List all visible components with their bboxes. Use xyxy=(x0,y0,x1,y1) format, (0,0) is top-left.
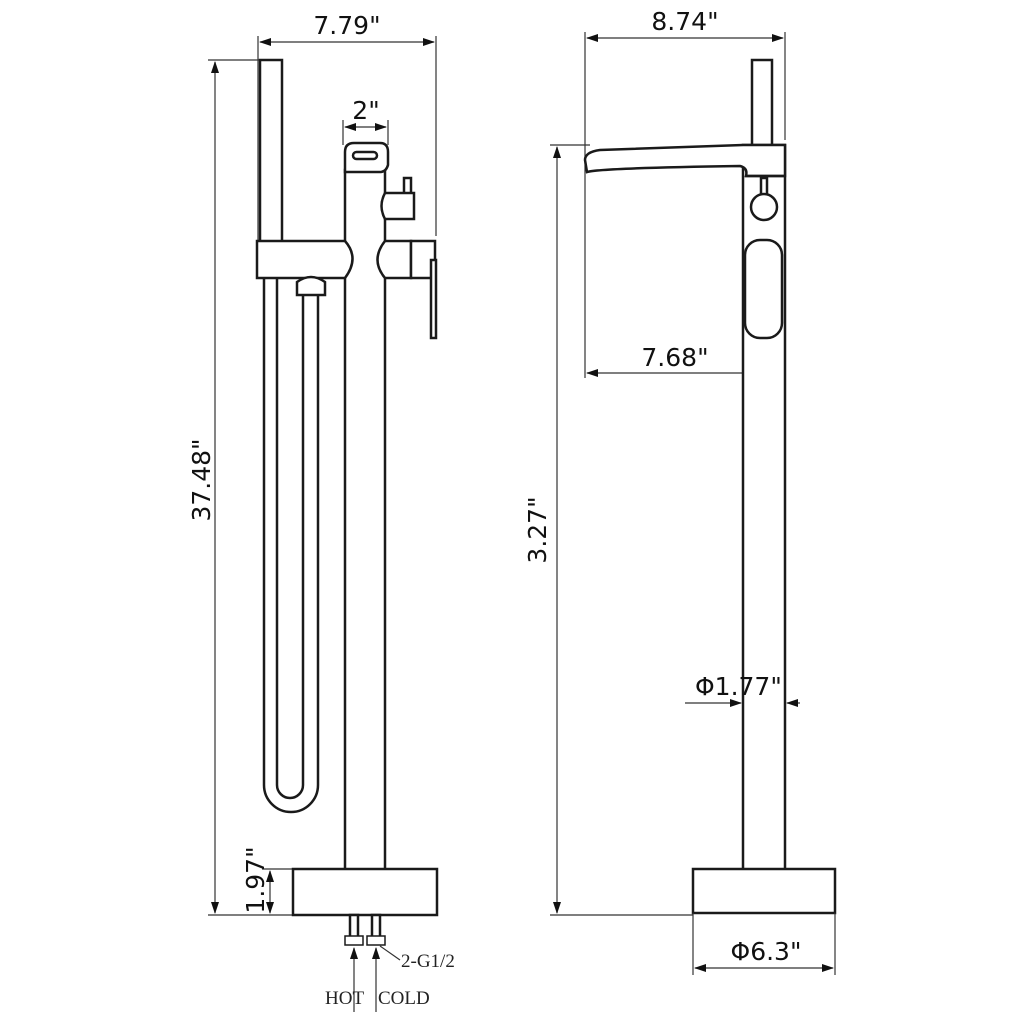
diverter-knob-side[interactable] xyxy=(749,192,779,222)
cold-pipe xyxy=(370,913,382,939)
spout xyxy=(343,141,390,174)
overall-depth-label: 8.74" xyxy=(651,7,718,36)
side-view: 8.74" 3.27" 7.68" Φ1.77" xyxy=(523,7,837,975)
handle-lever[interactable] xyxy=(429,258,438,340)
base-height-label: 1.97" xyxy=(241,846,270,913)
diverter-knob xyxy=(380,191,416,221)
base-diameter-label: Φ6.3" xyxy=(731,937,802,966)
overall-height-label: 37.48" xyxy=(187,438,216,521)
hot-nut xyxy=(344,935,364,946)
overall-height-dimension: 37.48" xyxy=(187,59,295,916)
hand-shower-holder xyxy=(255,239,354,280)
column-diameter-label: Φ1.77" xyxy=(695,672,782,701)
spout-reach-label: 7.68" xyxy=(641,343,708,372)
base-diameter-dimension: Φ6.3" xyxy=(692,913,836,975)
hose-connector xyxy=(295,275,327,297)
base-height-dimension: 1.97" xyxy=(241,846,293,914)
diverter-stem xyxy=(402,176,413,196)
base xyxy=(291,867,439,917)
hot-pipe xyxy=(348,913,360,939)
cold-label: COLD xyxy=(378,988,430,1009)
hose xyxy=(262,278,320,814)
overall-width-dimension: 7.79" xyxy=(257,11,437,240)
column xyxy=(343,168,387,872)
spout-outlet xyxy=(351,150,379,161)
overall-depth-dimension: 8.74" xyxy=(584,7,786,378)
connection-label: 2-G1/2 xyxy=(401,951,455,972)
valve-body xyxy=(376,239,413,280)
base-side xyxy=(691,867,837,915)
spout-width-label: 2" xyxy=(352,96,379,125)
spout-height-label: 3.27" xyxy=(523,496,552,563)
waterfall-spout xyxy=(583,143,787,178)
front-view: 7.79" 37.48" 1.97" 2" xyxy=(187,11,455,1012)
hand-shower-wand-side xyxy=(750,58,774,148)
spout-reach-dimension: 7.68" xyxy=(586,340,766,378)
hand-shower-wand xyxy=(258,58,284,247)
handle-side[interactable] xyxy=(743,238,784,340)
spout-height-dimension: 3.27" xyxy=(523,144,693,916)
spout-width-dimension: 2" xyxy=(342,96,389,145)
cold-nut xyxy=(366,935,386,946)
overall-width-label: 7.79" xyxy=(313,11,380,40)
column-diameter-dimension: Φ1.77" xyxy=(685,672,800,707)
hot-label: HOT xyxy=(325,988,364,1009)
